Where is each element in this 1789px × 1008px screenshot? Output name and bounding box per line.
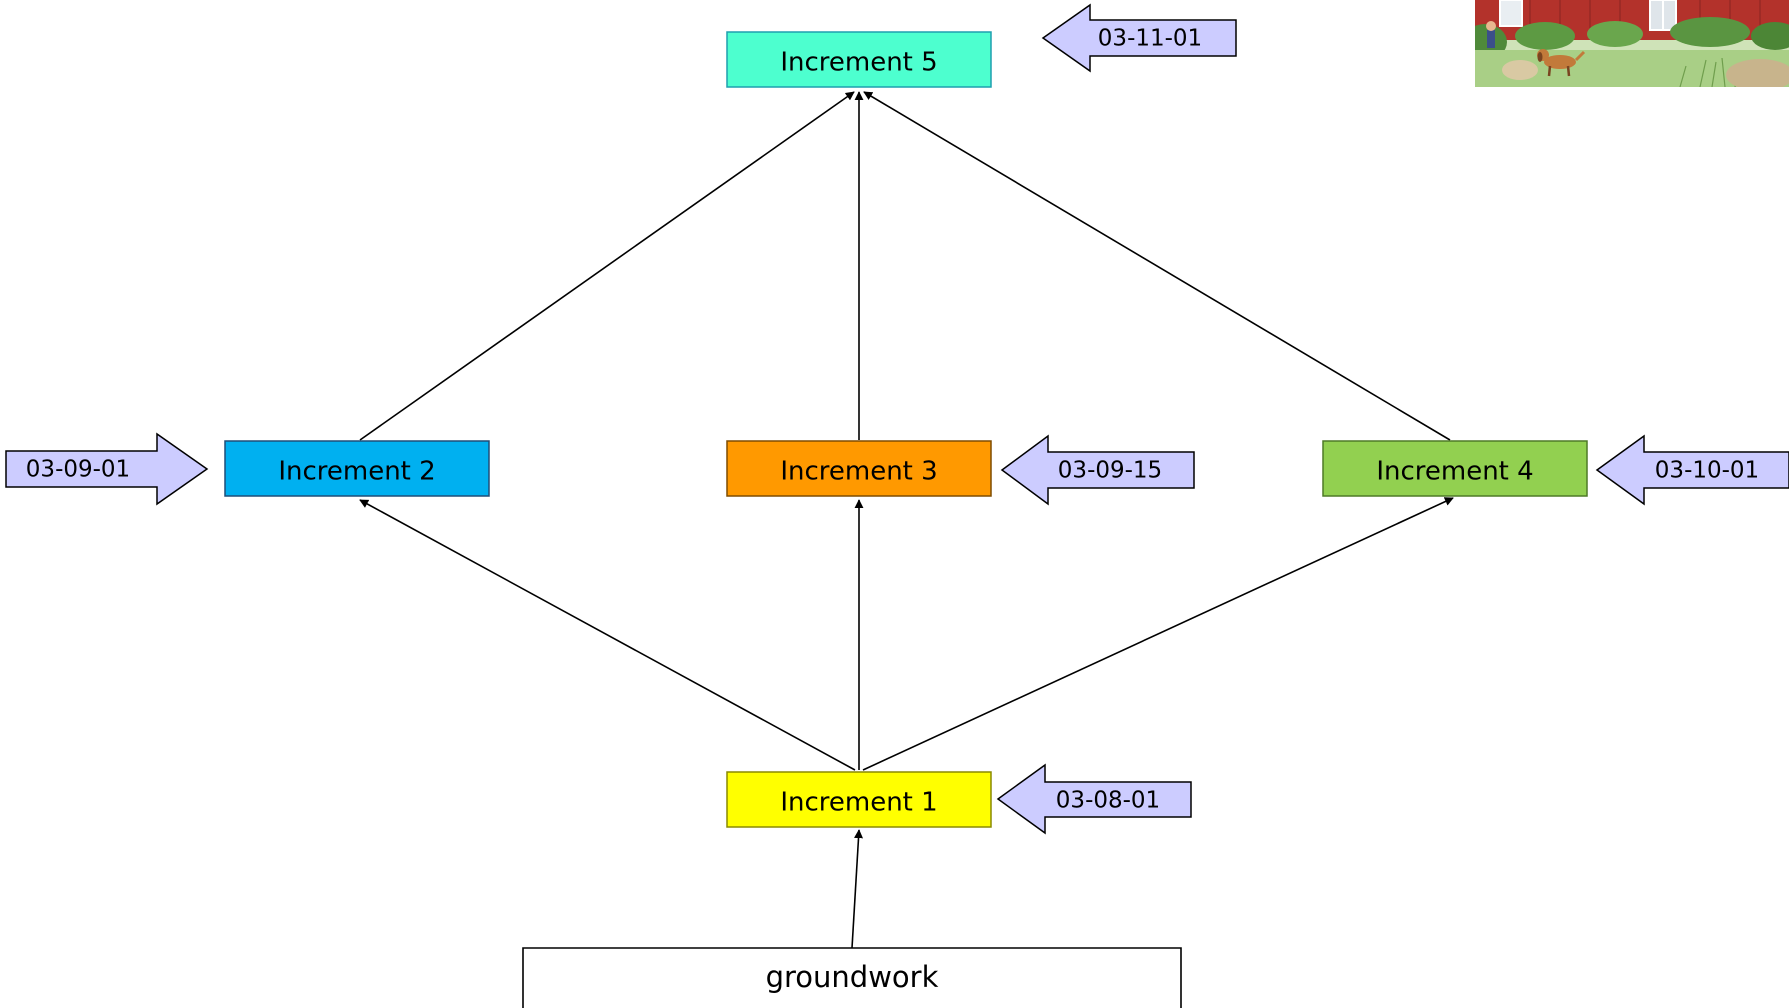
date-arrow-increment-2: 03-09-01 [5,432,209,506]
date-label-increment-1: 03-08-01 [1056,788,1160,814]
arrow-groundwork-to-increment-1 [851,829,864,949]
increment-3-box: Increment 3 [726,440,992,497]
increment-5-box: Increment 5 [726,31,992,88]
date-arrow-increment-5: 03-11-01 [1041,3,1237,73]
date-label-increment-3: 03-09-15 [1058,458,1162,484]
arrow-increment-1-to-increment-4 [862,497,1454,771]
connector-arrows [359,91,1454,949]
groundwork-box: groundwork [522,947,1182,1008]
arrow-increment-1-to-increment-2 [359,499,856,771]
date-label-increment-2: 03-09-01 [26,457,130,483]
date-label-increment-5: 03-11-01 [1098,26,1202,52]
date-label-increment-4: 03-10-01 [1655,458,1759,484]
date-arrow-increment-3: 03-09-15 [1000,434,1195,506]
increment-4-label: Increment 4 [1376,457,1533,487]
arrow-increment-4-to-increment-5 [863,91,1451,441]
increment-4-box: Increment 4 [1322,440,1588,497]
increment-2-label: Increment 2 [278,457,435,487]
date-arrow-increment-1: 03-08-01 [996,763,1192,835]
increment-2-box: Increment 2 [224,440,490,497]
increment-3-label: Increment 3 [780,457,937,487]
arrow-increment-2-to-increment-5 [359,91,855,441]
date-arrow-increment-4: 03-10-01 [1595,434,1789,506]
increment-5-label: Increment 5 [780,48,937,78]
farmhouse-dog-illustration [1475,0,1789,87]
increment-1-label: Increment 1 [780,788,937,818]
increment-1-box: Increment 1 [726,771,992,828]
groundwork-label: groundwork [766,960,939,994]
